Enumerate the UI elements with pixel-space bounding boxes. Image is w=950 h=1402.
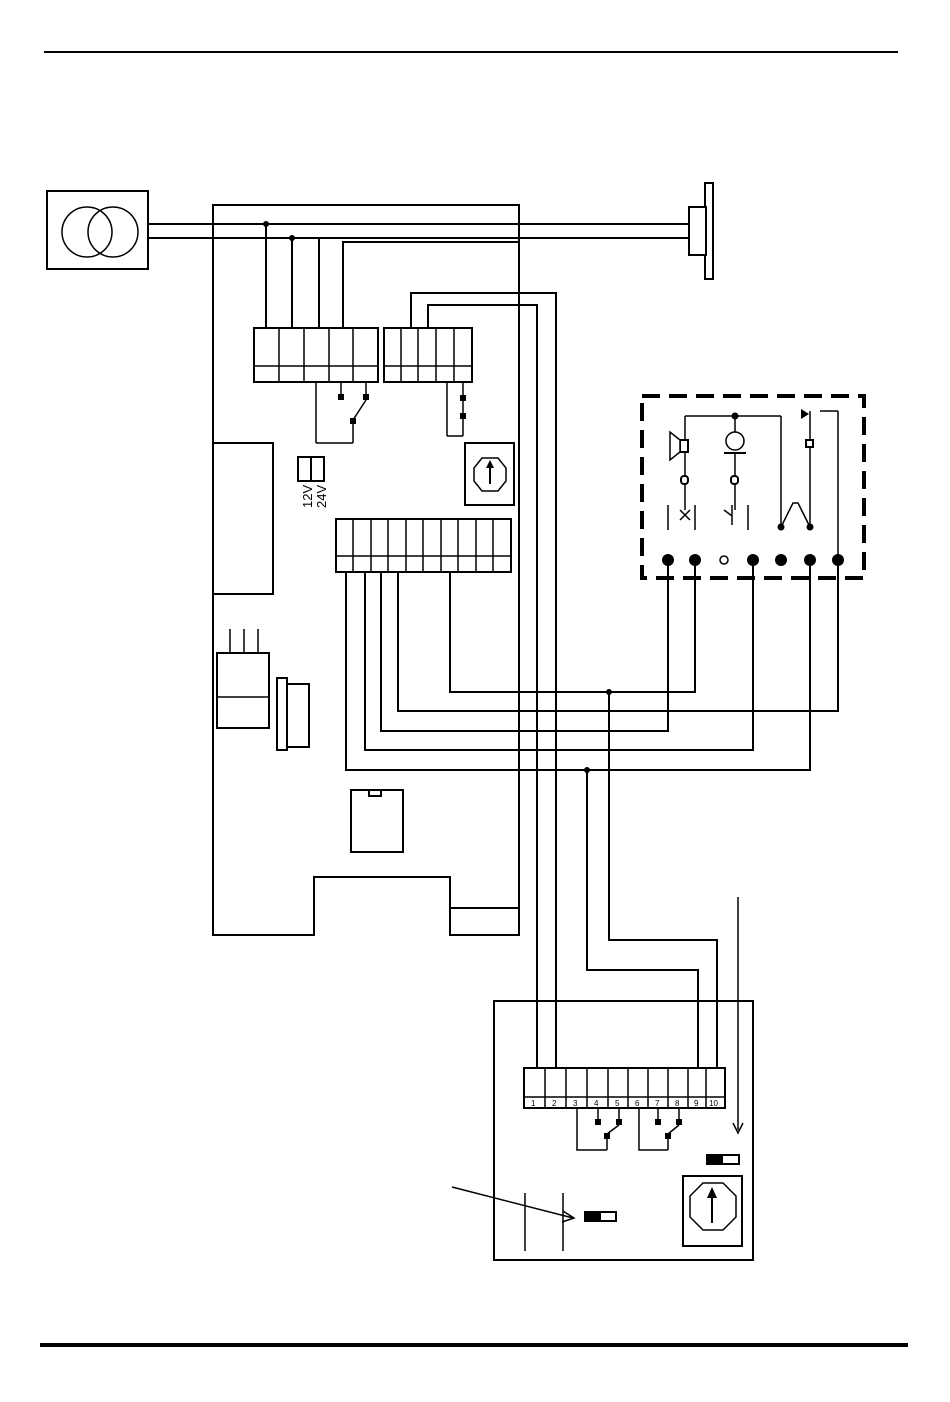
pointer-arrow-right [733,897,743,1133]
terminal-label-7: 7 [655,1099,660,1108]
transformer [47,191,148,269]
terminal-label-5: 5 [615,1099,620,1108]
relay-contact [316,382,369,443]
dip-switch-right[interactable] [707,1155,739,1164]
terminal-block-bus [384,328,472,436]
board-relay [351,790,403,852]
transistor-right [724,505,748,530]
volume-knob[interactable] [683,1176,742,1246]
bus-wires [411,293,556,1068]
terminal-block-power [254,328,378,382]
microphone-icon [724,416,746,510]
panel-terminals [662,554,844,566]
voltage-label-24v: 24V [314,485,329,508]
transistor-left [668,505,695,530]
terminal-label-9: 9 [694,1099,699,1108]
door-lock [689,183,713,279]
terminal-label-6: 6 [635,1099,640,1108]
indoor-relay-2 [639,1108,682,1150]
board-socket [277,678,309,750]
supply-lines [148,221,689,328]
voltage-selector[interactable] [298,457,324,481]
adjust-potentiometer[interactable] [465,443,514,505]
speaker-icon [670,416,688,510]
terminal-label-3: 3 [573,1099,578,1108]
indoor-relay-1 [577,1108,622,1150]
handset-slot [525,1193,563,1251]
terminal-label-1: 1 [531,1099,536,1108]
terminal-label-8: 8 [675,1099,680,1108]
dip-switch-left[interactable] [585,1212,616,1221]
terminal-block-main [336,519,511,572]
terminal-label-10: 10 [709,1099,718,1108]
board-module [213,443,273,594]
board-tab [450,908,519,935]
terminal-label-2: 2 [552,1099,557,1108]
pin-header [217,629,269,728]
panel-wiring [346,566,838,1068]
terminal-label-4: 4 [594,1099,599,1108]
call-button [778,409,839,560]
pointer-arrow-left [452,1187,574,1222]
call-panel [642,396,864,578]
voltage-label-12v: 12V [300,485,315,508]
